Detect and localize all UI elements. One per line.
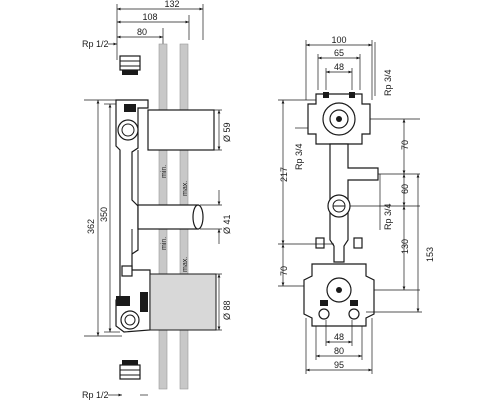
label-min-upper: min. (161, 165, 168, 178)
right-bottom-dimensions: 48 80 95 (305, 318, 373, 374)
left-view: 132 108 80 Rp 1/2 (82, 0, 232, 400)
dim-60: 60 (400, 184, 410, 194)
label-max-upper: max. (182, 181, 189, 196)
dim-95: 95 (334, 360, 344, 370)
dim-362: 362 (86, 219, 96, 234)
dim-108: 108 (142, 12, 157, 22)
dim-48-bottom: 48 (334, 332, 344, 342)
left-top-dimensions: 132 108 80 (116, 0, 204, 60)
left-main-body (115, 99, 217, 333)
dim-48-top: 48 (334, 62, 344, 72)
right-main-body (303, 92, 379, 327)
dia-88: Ø 88 (222, 300, 232, 320)
right-right-dimensions: 70 60 130 153 Rp 3/4 (350, 118, 435, 313)
label-min-lower: min. (161, 237, 168, 250)
bottom-fitting (119, 360, 141, 380)
dim-70-right: 70 (400, 140, 410, 150)
dim-350: 350 (99, 207, 109, 222)
right-view: 100 65 48 Rp 3/4 (278, 35, 435, 374)
dia-59: Ø 59 (222, 122, 232, 142)
thread-label-left: Rp 3/4 (294, 143, 304, 170)
dim-132: 132 (164, 0, 179, 9)
left-diameter-dimensions: Ø 59 Ø 41 Ø 88 (200, 109, 232, 331)
lower-sleeve (149, 273, 217, 331)
thread-label-mid-right: Rp 3/4 (383, 203, 393, 230)
right-left-dimensions: 217 70 Rp 3/4 (278, 99, 334, 287)
dim-217: 217 (279, 167, 289, 182)
dim-80: 80 (137, 27, 147, 37)
right-top-dimensions: 100 65 48 (305, 35, 373, 100)
upper-outlet-sleeve (147, 109, 215, 151)
thread-label-top-right: Rp 3/4 (383, 69, 393, 96)
dim-100: 100 (331, 35, 346, 45)
left-height-dimensions: 362 350 (84, 99, 122, 337)
dim-80-bottom: 80 (334, 346, 344, 356)
top-fitting (119, 55, 141, 75)
dim-70-left: 70 (279, 266, 289, 276)
middle-outlet-pipe (137, 204, 199, 230)
dia-41: Ø 41 (222, 214, 232, 234)
label-max-lower: max. (182, 257, 189, 272)
dim-153: 153 (425, 247, 435, 262)
thread-label-top-left: Rp 1/2 (82, 39, 109, 49)
dim-130: 130 (400, 239, 410, 254)
thread-label-bottom-left: Rp 1/2 (82, 390, 109, 400)
dim-65: 65 (334, 48, 344, 58)
